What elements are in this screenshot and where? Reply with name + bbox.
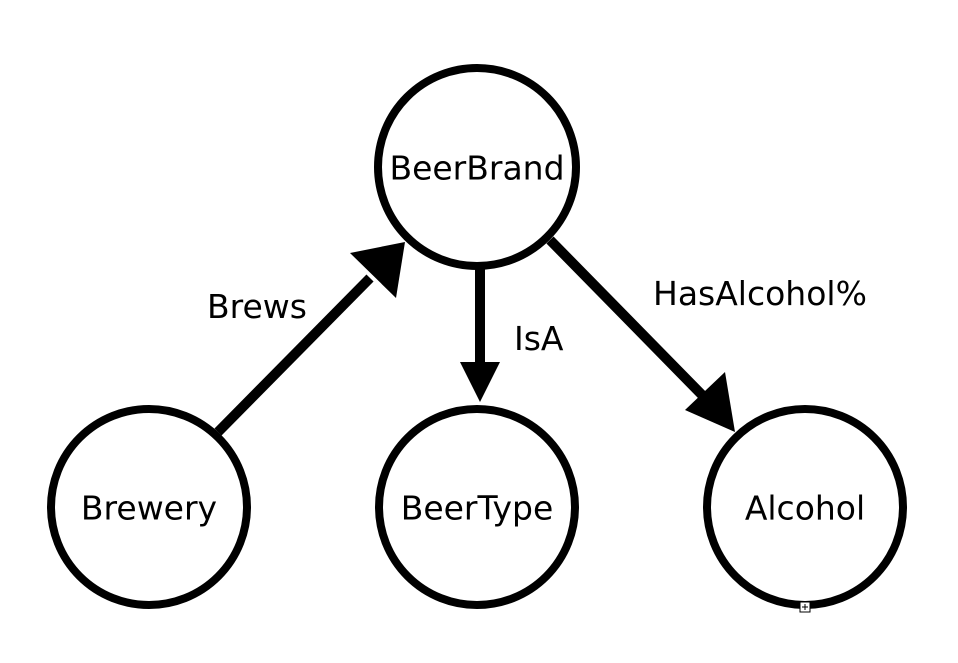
node-label-beertype: BeerType	[401, 489, 554, 528]
node-label-beerbrand: BeerBrand	[389, 149, 564, 188]
edge-isa	[460, 268, 500, 402]
edge-label-brews: Brews	[207, 287, 307, 326]
node-beertype: BeerType	[375, 405, 579, 609]
edge-label-isa: IsA	[514, 319, 564, 358]
node-label-alcohol: Alcohol	[745, 489, 865, 528]
node-label-brewery: Brewery	[81, 489, 217, 528]
node-beerbrand: BeerBrand	[374, 64, 580, 270]
node-alcohol: Alcohol	[703, 405, 907, 609]
edge-hasalcohol	[546, 236, 735, 432]
node-brewery: Brewery	[47, 405, 251, 609]
resize-handle-icon[interactable]	[799, 601, 811, 613]
edge-label-hasalcohol: HasAlcohol%	[653, 274, 867, 313]
edge-brews	[214, 242, 405, 436]
